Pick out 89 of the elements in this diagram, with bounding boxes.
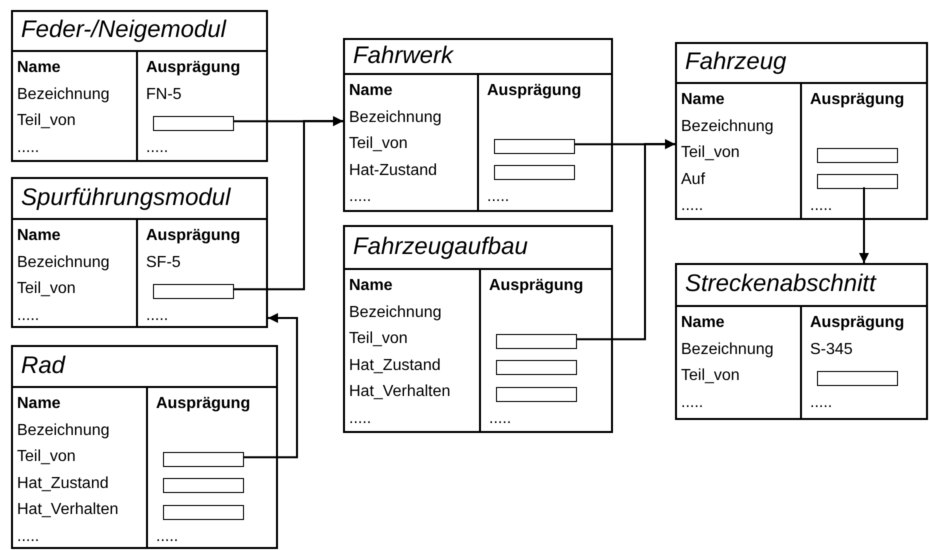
reference-slot	[496, 334, 577, 349]
attribute-name: Hat_Zustand	[17, 474, 109, 494]
attribute-name: Bezeichnung	[681, 340, 774, 360]
connector-arrow	[244, 313, 298, 458]
column-header: Name	[17, 394, 61, 414]
table-title: Streckenabschnitt	[685, 270, 876, 298]
attribute-name: Teil_von	[681, 366, 740, 386]
attribute-name: Bezeichnung	[17, 84, 110, 105]
object-table	[11, 177, 268, 328]
attribute-name: .....	[17, 138, 40, 158]
connector-arrow	[859, 187, 869, 263]
table-column	[343, 73, 479, 212]
table-title: Rad	[21, 352, 66, 380]
object-table	[675, 263, 928, 420]
reference-slot	[163, 452, 244, 467]
column-header: Name	[681, 90, 725, 110]
reference-slot	[163, 504, 244, 520]
connector-arrow	[577, 139, 675, 340]
table-column	[675, 82, 802, 220]
attribute-name: .....	[681, 392, 704, 413]
attribute-value: S-345	[810, 340, 853, 360]
attribute-value: .....	[810, 392, 832, 413]
object-table	[343, 225, 613, 433]
column-header: Name	[349, 81, 393, 102]
table-column	[11, 386, 148, 549]
attribute-name: Teil_von	[17, 111, 76, 132]
attribute-name: Bezeichnung	[681, 116, 774, 137]
reference-slot	[496, 386, 577, 402]
object-table	[11, 345, 278, 549]
table-title: Fahrzeug	[685, 48, 786, 76]
column-header: Ausprägung	[489, 276, 584, 296]
attribute-name: Hat_Verhalten	[349, 382, 450, 402]
attribute-name: Bezeichnung	[349, 302, 442, 323]
attribute-name: .....	[681, 196, 704, 216]
column-header: Name	[17, 58, 61, 78]
table-title: Fahrwerk	[353, 42, 454, 70]
attribute-value: .....	[146, 306, 168, 326]
table-column	[11, 50, 138, 162]
reference-slot	[817, 370, 898, 386]
attribute-value: FN-5	[146, 84, 182, 105]
attribute-name: .....	[349, 408, 372, 429]
reference-slot	[817, 148, 898, 163]
column-header: Name	[17, 226, 61, 246]
table-column	[343, 268, 481, 433]
attribute-value: .....	[146, 138, 168, 158]
attribute-name: Teil_von	[17, 447, 76, 468]
attribute-name: Hat-Zustand	[349, 160, 438, 181]
attribute-name: .....	[349, 187, 372, 208]
table-title: Spurführungsmodul	[21, 184, 230, 212]
object-table	[11, 10, 268, 162]
attribute-value: .....	[810, 196, 832, 216]
reference-slot	[494, 138, 575, 154]
column-header: Ausprägung	[146, 226, 240, 246]
reference-slot	[153, 116, 234, 131]
table-column	[11, 218, 138, 328]
column-header: Name	[349, 276, 393, 296]
attribute-name: Bezeichnung	[17, 252, 110, 273]
attribute-name: Teil_von	[349, 134, 408, 154]
reference-slot	[496, 360, 577, 376]
attribute-name: Bezeichnung	[17, 420, 110, 441]
column-header: Ausprägung	[156, 394, 250, 414]
attribute-name: Bezeichnung	[349, 108, 442, 128]
reference-slot	[817, 174, 898, 190]
attribute-name: Teil_von	[681, 143, 740, 164]
attribute-value: .....	[487, 187, 510, 208]
attribute-value: .....	[489, 408, 512, 429]
object-table	[343, 38, 613, 212]
column-header: Name	[681, 313, 725, 334]
attribute-value: .....	[156, 526, 178, 547]
attribute-name: Hat_Zustand	[349, 356, 441, 376]
table-title: Fahrzeugaufbau	[353, 232, 528, 260]
reference-slot	[494, 165, 575, 180]
table-title: Feder-/Neigemodul	[21, 16, 226, 44]
column-header: Ausprägung	[810, 313, 904, 334]
attribute-value: SF-5	[146, 252, 181, 273]
attribute-name: Hat_Verhalten	[17, 500, 118, 520]
attribute-name: .....	[17, 306, 40, 326]
reference-slot	[153, 284, 234, 299]
object-table	[675, 42, 928, 220]
column-header: Ausprägung	[810, 90, 904, 110]
column-header: Ausprägung	[146, 58, 240, 78]
attribute-name: .....	[17, 526, 40, 547]
reference-slot	[163, 478, 244, 494]
table-column	[675, 305, 802, 420]
attribute-name: Teil_von	[17, 279, 76, 300]
attribute-name: Auf	[681, 170, 706, 190]
column-header: Ausprägung	[487, 81, 582, 102]
attribute-name: Teil_von	[349, 329, 408, 350]
connector-arrow	[234, 116, 343, 290]
